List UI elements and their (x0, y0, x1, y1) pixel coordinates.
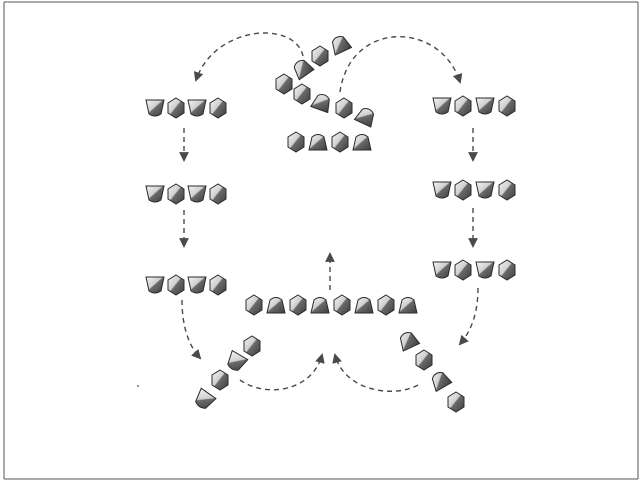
cup-unit-icon (476, 182, 494, 198)
center-row (246, 295, 417, 315)
cone-unit-icon (309, 135, 327, 151)
arrow-bottom-left-merge (240, 355, 322, 390)
cup-unit-icon (146, 100, 164, 116)
left-row-1 (146, 98, 226, 118)
cone-unit-icon (355, 298, 373, 314)
stray-dot (137, 385, 139, 387)
cup-unit-icon (433, 98, 451, 114)
cone-unit-icon (399, 298, 417, 314)
round-unit-icon (499, 260, 515, 280)
round-unit-icon (244, 336, 260, 356)
cup-unit-icon (188, 100, 206, 116)
cup-unit-icon (146, 277, 164, 293)
round-unit-icon (294, 84, 310, 104)
right-row-1 (433, 96, 515, 116)
cup-unit-icon (146, 186, 164, 202)
round-unit-icon (210, 275, 226, 295)
round-unit-icon (210, 98, 226, 118)
round-unit-icon (312, 46, 328, 66)
cone-unit-icon (267, 298, 285, 314)
cone-unit-icon (311, 298, 329, 314)
round-unit-icon (210, 184, 226, 204)
round-unit-icon (276, 74, 292, 94)
cone-unit-icon (329, 33, 352, 55)
round-unit-icon (455, 96, 471, 116)
cone-unit-icon (353, 135, 371, 151)
cone-unit-icon (397, 329, 420, 351)
arrow-left-down (182, 300, 200, 358)
cone-unit-icon (290, 57, 314, 80)
cup-unit-icon (476, 98, 494, 114)
cup-unit-icon (433, 182, 451, 198)
round-unit-icon (288, 132, 304, 152)
left-row-3 (146, 275, 226, 295)
round-unit-icon (168, 275, 184, 295)
cone-unit-icon (354, 105, 377, 127)
round-unit-icon (168, 184, 184, 204)
arrow-right-down (460, 288, 478, 344)
cup-unit-icon (192, 388, 216, 411)
cone-unit-icon (428, 369, 451, 391)
round-unit-icon (212, 370, 228, 390)
round-unit-icon (246, 295, 262, 315)
round-unit-icon (332, 132, 348, 152)
round-unit-icon (378, 295, 394, 315)
cup-unit-icon (188, 186, 206, 202)
bottom-left-chain (192, 336, 260, 412)
bottom-right-chain (397, 329, 464, 412)
cone-unit-icon (311, 92, 333, 113)
arrow-bottom-right-merge (335, 355, 418, 391)
cup-unit-icon (188, 277, 206, 293)
round-unit-icon (455, 260, 471, 280)
round-unit-icon (168, 98, 184, 118)
round-unit-icon (499, 180, 515, 200)
right-row-2 (433, 180, 515, 200)
arrow-top-right (340, 37, 460, 92)
arrow-top-left (196, 33, 303, 80)
round-unit-icon (455, 180, 471, 200)
round-unit-icon (336, 98, 352, 118)
right-row-3 (433, 260, 515, 280)
round-unit-icon (334, 295, 350, 315)
cup-unit-icon (476, 262, 494, 278)
cup-unit-icon (224, 351, 248, 374)
top-cluster (276, 33, 377, 152)
cup-unit-icon (433, 262, 451, 278)
round-unit-icon (290, 295, 306, 315)
round-unit-icon (416, 350, 432, 370)
round-unit-icon (448, 392, 464, 412)
round-unit-icon (499, 96, 515, 116)
left-row-2 (146, 184, 226, 204)
